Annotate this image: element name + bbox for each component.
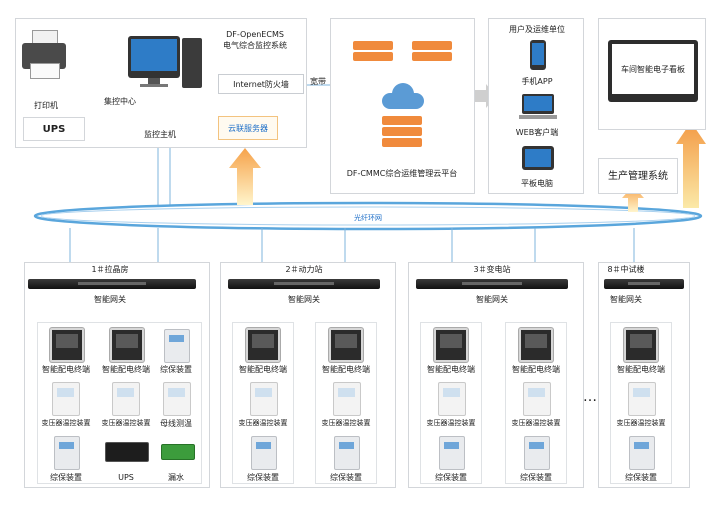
transformer-device-icon	[523, 382, 551, 416]
device-label: 综保装置	[435, 473, 467, 482]
cloud-icon	[382, 83, 424, 109]
device-label: 变压器温控装置	[426, 419, 476, 427]
terminal-device-icon	[434, 328, 468, 362]
system-title-line1: DF-OpenECMS	[226, 30, 284, 39]
device-label: 变压器温控装置	[616, 419, 666, 427]
printer-label: 打印机	[34, 101, 58, 110]
laptop-icon	[519, 94, 557, 120]
transformer-device-icon	[112, 382, 140, 416]
broadband-label: 宽带	[310, 77, 326, 86]
phone-icon	[530, 40, 546, 70]
device-label: 综保装置	[50, 473, 82, 482]
leak-sensor-icon	[161, 444, 195, 460]
transformer-device-icon	[438, 382, 466, 416]
transformer-device-icon	[52, 382, 80, 416]
device-label: 智能配电终端	[322, 365, 370, 374]
device-label: 变压器温控装置	[511, 419, 561, 427]
device-label: 母线测温	[160, 419, 192, 428]
server-icon	[382, 116, 422, 148]
gateway-label: 智能网关	[94, 295, 126, 304]
system-title-line2: 电气综合监控系统	[223, 41, 287, 50]
terminal-device-icon	[519, 328, 553, 362]
relay-device-icon	[251, 436, 277, 470]
device-label: 变压器温控装置	[321, 419, 371, 427]
relay-device-icon	[629, 436, 655, 470]
device-label: 综保装置	[625, 473, 657, 482]
ups-label: UPS	[42, 124, 66, 135]
device-label: 变压器温控装置	[238, 419, 288, 427]
station-name: 8＃中试楼	[607, 265, 645, 274]
device-label: UPS	[118, 473, 134, 482]
device-label: 变压器温控装置	[41, 419, 91, 427]
ups-box: UPS	[23, 117, 85, 141]
fiber-ring-outer	[33, 201, 703, 231]
transformer-device-icon	[333, 382, 361, 416]
device-label: 漏水	[168, 473, 184, 482]
gateway-icon	[28, 279, 196, 289]
terminal-device-icon	[246, 328, 280, 362]
terminal-device-icon	[110, 328, 144, 362]
server-icon	[412, 41, 452, 63]
tablet-label: 平板电脑	[521, 179, 553, 188]
cloud-server-label: 云联服务器	[228, 124, 268, 133]
station-name: 1＃拉晶房	[91, 265, 129, 274]
terminal-device-icon	[329, 328, 363, 362]
transformer-device-icon	[628, 382, 656, 416]
bus-temp-device-icon	[163, 382, 191, 416]
station-name: 2＃动力站	[285, 265, 323, 274]
gateway-icon	[228, 279, 380, 289]
device-label: 智能配电终端	[42, 365, 90, 374]
production-mgmt-box: 生产管理系统	[598, 158, 678, 194]
users-title: 用户及运维单位	[509, 25, 565, 34]
ring-label: 光纤环网	[354, 214, 382, 222]
server-icon	[353, 41, 393, 63]
gateway-icon	[416, 279, 568, 289]
transformer-device-icon	[250, 382, 278, 416]
host-label: 监控主机	[144, 130, 176, 139]
device-label: 智能配电终端	[617, 365, 665, 374]
production-mgmt-label: 生产管理系统	[608, 171, 668, 182]
tablet-icon	[522, 146, 554, 170]
firewall-box: Internet防火墙	[218, 74, 304, 94]
gateway-label: 智能网关	[610, 295, 642, 304]
control-center-label: 集控中心	[104, 97, 136, 106]
ring-to-cloudserver-arrow	[229, 148, 261, 205]
host-tower-icon	[182, 38, 202, 88]
gateway-label: 智能网关	[288, 295, 320, 304]
ring-to-dashboard-arrow	[676, 122, 706, 208]
device-label: 综保装置	[160, 365, 192, 374]
dashboard-screen-icon	[608, 40, 698, 102]
device-label: 智能配电终端	[102, 365, 150, 374]
cloud-platform-label: DF-CMMC综合运维管理云平台	[346, 169, 458, 178]
device-label: 智能配电终端	[239, 365, 287, 374]
device-label: 智能配电终端	[427, 365, 475, 374]
terminal-device-icon	[50, 328, 84, 362]
ups-device-icon	[105, 442, 149, 462]
terminal-device-icon	[624, 328, 658, 362]
relay-device-icon	[524, 436, 550, 470]
relay-device-icon	[334, 436, 360, 470]
relay-device-icon	[439, 436, 465, 470]
device-label: 综保装置	[247, 473, 279, 482]
station-name: 3＃变电站	[473, 265, 511, 274]
fiber-ring-inner	[40, 206, 696, 226]
device-label: 智能配电终端	[512, 365, 560, 374]
firewall-label: Internet防火墙	[233, 80, 289, 89]
printer-icon	[22, 30, 66, 86]
device-label: 综保装置	[330, 473, 362, 482]
gateway-label: 智能网关	[476, 295, 508, 304]
more-stations-ellipsis: …	[583, 389, 597, 405]
phone-app-label: 手机APP	[521, 77, 553, 86]
monitor-icon	[128, 36, 180, 87]
device-label: 变压器温控装置	[101, 419, 151, 427]
relay-device-icon	[54, 436, 80, 470]
gateway-icon	[604, 279, 684, 289]
relay-device-icon	[164, 329, 190, 363]
device-label: 综保装置	[520, 473, 552, 482]
web-client-label: WEB客户端	[515, 128, 559, 137]
dashboard-label: 车间智能电子看板	[621, 65, 685, 74]
cloud-server-box: 云联服务器	[218, 116, 278, 140]
